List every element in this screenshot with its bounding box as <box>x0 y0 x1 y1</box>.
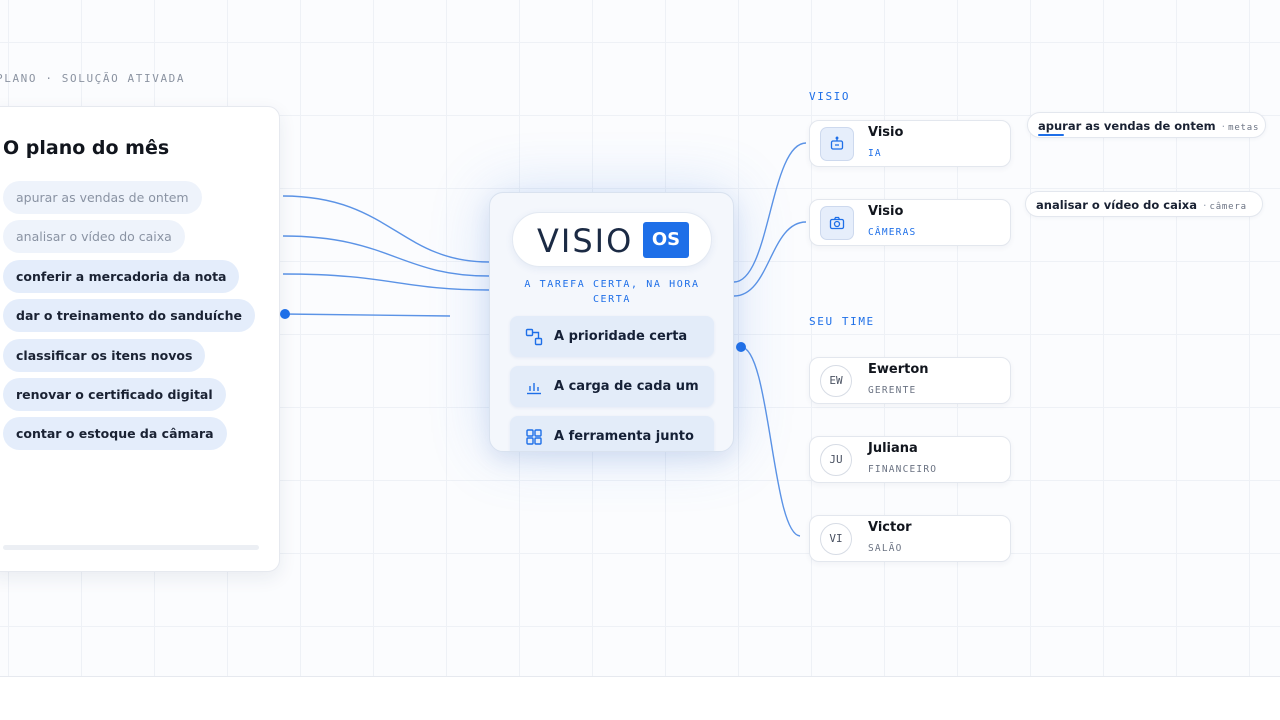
chip-separator: · <box>1202 199 1207 212</box>
assigned-task-tag: metas <box>1228 123 1260 133</box>
member-name: Ewerton <box>868 362 929 377</box>
assigned-task-label: analisar o vídeo do caixa <box>1036 198 1197 212</box>
hub-item-ferramenta[interactable]: A ferramenta junto <box>510 416 714 451</box>
plan-task-item[interactable]: contar o estoque da câmara <box>3 417 227 451</box>
connector-dot <box>280 309 290 319</box>
plan-panel: O plano do mês apurar as vendas de ontem… <box>0 106 280 572</box>
flow-icon <box>525 328 543 346</box>
grid-icon <box>525 428 543 446</box>
plan-task-item[interactable]: analisar o vídeo do caixa <box>3 220 185 254</box>
connection-wires <box>282 142 807 537</box>
card-subtitle: IA <box>868 148 882 159</box>
camera-icon <box>820 206 854 240</box>
member-role: SALÃO <box>868 543 903 554</box>
avatar: JU <box>820 444 852 476</box>
member-role: FINANCEIRO <box>868 464 938 475</box>
flow-canvas: PLANO · SOLUÇÃO ATIVADA O plano do mês a… <box>0 0 1280 676</box>
robot-icon <box>820 127 854 161</box>
assigned-task-label: apurar as vendas de ontem <box>1038 119 1216 133</box>
card-title: Visio <box>868 125 904 140</box>
chip-separator: · <box>1221 120 1226 133</box>
avatar: EW <box>820 365 852 397</box>
visio-ia-card[interactable]: Visio IA <box>809 120 1011 167</box>
plan-scrollbar[interactable] <box>3 545 259 550</box>
assigned-task-chip[interactable]: analisar o vídeo do caixa ·câmera <box>1025 191 1263 217</box>
hub-item-label: A prioridade certa <box>554 329 688 344</box>
visio-section-label: VISIO <box>809 90 851 103</box>
card-title: Visio <box>868 204 904 219</box>
card-subtitle: CÂMERAS <box>868 227 917 238</box>
team-member-card[interactable]: EW Ewerton GERENTE <box>809 357 1011 404</box>
hub-item-carga[interactable]: A carga de cada um <box>510 366 714 407</box>
task-progress-bar <box>1038 134 1064 136</box>
plan-task-item[interactable]: classificar os itens novos <box>3 338 206 372</box>
breadcrumb: PLANO · SOLUÇÃO ATIVADA <box>0 72 186 85</box>
plan-task-item[interactable]: conferir a mercadoria da nota <box>3 259 240 293</box>
plan-task-item[interactable]: dar o treinamento do sanduíche <box>3 299 255 333</box>
avatar: VI <box>820 523 852 555</box>
assigned-task-tag: câmera <box>1209 202 1247 212</box>
team-member-card[interactable]: JU Juliana FINANCEIRO <box>809 436 1011 483</box>
member-name: Victor <box>868 520 912 535</box>
member-name: Juliana <box>868 441 918 456</box>
footer-divider <box>0 676 1280 677</box>
team-member-card[interactable]: VI Victor SALÃO <box>809 515 1011 562</box>
visio-os-logo: VISIO OS <box>512 212 712 267</box>
plan-title: O plano do mês <box>3 137 170 159</box>
team-section-label: SEU TIME <box>809 315 875 328</box>
member-role: GERENTE <box>868 385 917 396</box>
connector-dot <box>736 342 746 352</box>
visio-os-hub: VISIO OS A TAREFA CERTA, NA HORA CERTA A… <box>489 192 734 452</box>
visio-cameras-card[interactable]: Visio CÂMERAS <box>809 199 1011 246</box>
plan-task-list: apurar as vendas de ontem analisar o víd… <box>3 181 255 457</box>
logo-badge: OS <box>643 222 689 258</box>
hub-item-label: A carga de cada um <box>554 379 699 394</box>
bar-chart-icon <box>525 378 543 396</box>
hub-item-prioridade[interactable]: A prioridade certa <box>510 316 714 357</box>
plan-task-item[interactable]: apurar as vendas de ontem <box>3 181 202 214</box>
hub-item-label: A ferramenta junto <box>554 429 694 444</box>
logo-wordmark: VISIO <box>537 222 634 260</box>
assigned-task-chip[interactable]: apurar as vendas de ontem ·metas <box>1027 112 1266 138</box>
hub-tagline: A TAREFA CERTA, NA HORA CERTA <box>524 279 700 305</box>
plan-task-item[interactable]: renovar o certificado digital <box>3 377 226 411</box>
